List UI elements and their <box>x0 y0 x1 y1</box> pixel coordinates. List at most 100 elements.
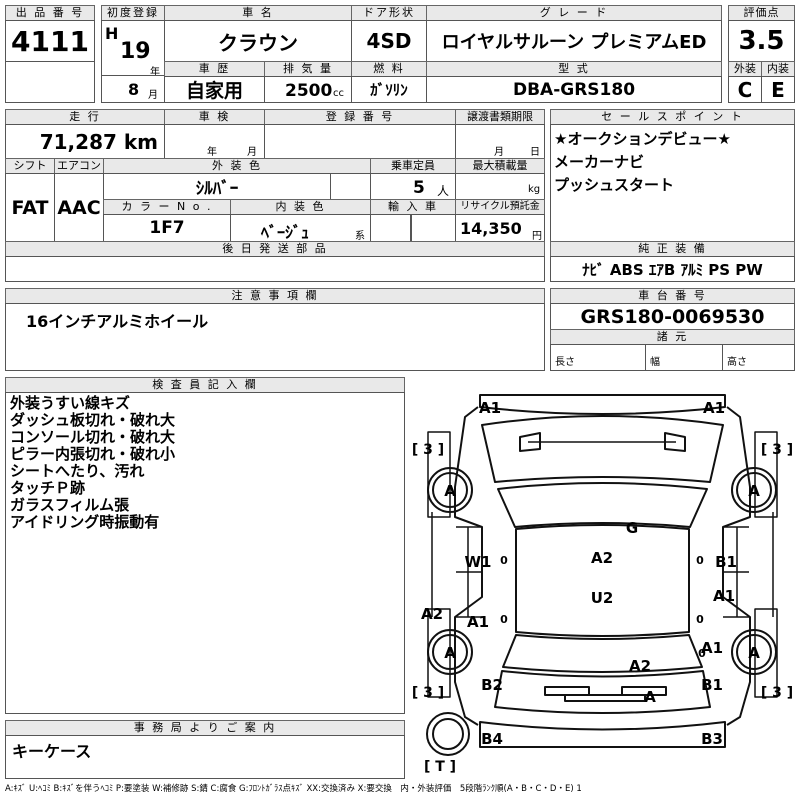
mark-a2-center: A2 <box>591 549 613 567</box>
mark-a1-front-left: A1 <box>479 399 501 417</box>
inspector-item: コンソール切れ・破れ大 <box>10 428 176 446</box>
int-grade-label: 内装 <box>761 61 795 77</box>
sales-label: セ ー ル ス ポ イ ン ト <box>550 109 795 125</box>
mark-zero: 0 <box>500 554 508 567</box>
capacity-label: 乗車定員 <box>370 158 456 174</box>
mark-b3: B3 <box>701 730 723 748</box>
mark-w1: W1 <box>465 553 492 571</box>
inspector-item: タッチＰ跡 <box>10 479 86 497</box>
mark-a1-front-right: A1 <box>703 399 725 417</box>
car-name: クラウン <box>164 20 352 62</box>
recycle-label: リサイクル預託金 <box>455 199 545 215</box>
recycle-cell: 14,350 円 <box>455 214 545 242</box>
ext-color: ｼﾙﾊﾞｰ <box>103 173 331 200</box>
mark-a1-left: A1 <box>467 613 489 631</box>
displacement-label: 排 気 量 <box>264 61 352 77</box>
sales-item: メーカーナビ <box>554 153 645 171</box>
mileage-label: 走 行 <box>5 109 165 125</box>
history: 自家用 <box>164 76 265 103</box>
reg-year: 19 <box>120 39 151 64</box>
int-color: ﾍﾞｰｼﾞｭ <box>261 223 310 242</box>
inspector-item: ピラー内張切れ・破れ小 <box>10 445 176 463</box>
grade-label: グ レ ー ド <box>426 5 722 21</box>
max-load-label: 最大積載量 <box>455 158 545 174</box>
mark-b4: B4 <box>481 730 503 748</box>
recycle-unit: 円 <box>532 231 542 242</box>
first-reg-cell: H 19 年 <box>101 20 165 76</box>
color-no: 1F7 <box>103 214 231 242</box>
ac-label: エアコン <box>54 158 104 174</box>
dims-label: 諸 元 <box>550 329 795 345</box>
displacement-cell: 2500 cc <box>264 76 352 103</box>
transfer-day-unit: 日 <box>530 147 540 158</box>
int-color-cell: ﾍﾞｰｼﾞｭ 系 <box>230 214 371 242</box>
legend: A:ｷｽﾞ U:ﾍｺﾐ B:ｷｽﾞを伴うﾍｺﾐ P:要塗装 W:補修跡 S:錆 … <box>5 784 582 794</box>
later-parts-label: 後 日 発 送 部 品 <box>5 241 545 257</box>
capacity-unit: 人 <box>437 184 450 198</box>
mark-a1-right-rear: A1 <box>701 639 723 657</box>
mark-zero: 0 <box>698 647 706 660</box>
inspector-item: ガラスフィルム張 <box>10 496 130 514</box>
sales-item: ★オークションデビュー★ <box>554 130 731 148</box>
ext-color-label: 外 装 色 <box>103 158 371 174</box>
genuine-label: 純 正 装 備 <box>550 241 795 257</box>
history-label: 車 歴 <box>164 61 265 77</box>
reg-no <box>264 124 456 159</box>
mark-a-rear: A <box>644 688 656 706</box>
dim-length: 長さ <box>550 344 646 371</box>
fuel: ｶﾞｿﾘﾝ <box>351 76 427 103</box>
damage-diagram: A1 A1 A A G W1 B1 A2 U2 A1 A2 A1 A A A1 … <box>410 377 795 779</box>
score: 3.5 <box>728 20 795 62</box>
model-label: 型 式 <box>426 61 722 77</box>
office-label: 事 務 局 よ り ご 案 内 <box>5 720 405 736</box>
car-name-label: 車 名 <box>164 5 352 21</box>
chassis-label: 車 台 番 号 <box>550 288 795 304</box>
recycle: 14,350 <box>460 219 522 238</box>
mark-g: G <box>626 519 638 537</box>
transfer-month-unit: 月 <box>494 147 504 158</box>
mileage: 71,287 km <box>5 124 165 159</box>
sales-points: ★オークションデビュー★ メーカーナビ プッシュスタート <box>550 124 795 242</box>
ext-grade: C <box>728 76 762 103</box>
tread-rr: [ 3 ] <box>761 685 793 701</box>
int-color-label: 内 装 色 <box>230 199 371 215</box>
inspector-label: 検 査 員 記 入 欄 <box>5 377 405 393</box>
mark-b1-rear: B1 <box>701 676 723 694</box>
tread-lr: [ 3 ] <box>412 685 444 701</box>
door-label: ドア形状 <box>351 5 427 21</box>
width-label: 幅 <box>650 357 660 368</box>
chassis-no: GRS180-0069530 <box>550 303 795 330</box>
lot-no-blank <box>5 61 95 103</box>
inspector-item: アイドリング時振動有 <box>10 513 160 531</box>
tread-rf: [ 3 ] <box>761 442 793 458</box>
displacement: 2500 <box>285 81 333 101</box>
score-label: 評価点 <box>728 5 795 21</box>
mark-tire-rr: A <box>748 644 760 662</box>
notes: 16インチアルミホイール <box>5 303 545 371</box>
import-divider <box>410 214 412 242</box>
mark-tire-lf: A <box>444 482 456 500</box>
mark-zero: 0 <box>500 613 508 626</box>
dim-width: 幅 <box>645 344 723 371</box>
capacity: 5 <box>413 178 425 198</box>
inspector-notes: 外装うすい線キズ ダッシュ板切れ・破れ大 コンソール切れ・破れ大 ピラー内張切れ… <box>5 392 405 714</box>
mark-a2-rear: A2 <box>629 657 651 675</box>
mark-zero: 0 <box>696 554 704 567</box>
first-reg-month-cell: 8 月 <box>101 75 165 103</box>
later-parts <box>5 256 545 282</box>
inspection-cell: 年 月 <box>164 124 265 159</box>
grade: ロイヤルサルーン プレミアムED <box>426 20 722 62</box>
length-label: 長さ <box>555 357 575 368</box>
sales-item: プッシュスタート <box>554 176 675 194</box>
inspector-item: ダッシュ板切れ・破れ大 <box>10 411 176 429</box>
fuel-label: 燃 料 <box>351 61 427 77</box>
capacity-cell: 5 人 <box>370 173 456 200</box>
mark-tire-lr: A <box>444 644 456 662</box>
cc-unit: cc <box>333 88 344 99</box>
month-unit: 月 <box>148 90 158 101</box>
inspection-label: 車 検 <box>164 109 265 125</box>
lot-no-label: 出 品 番 号 <box>5 5 95 21</box>
height-label: 高さ <box>727 357 747 368</box>
transfer-cell: 月 日 <box>455 124 545 159</box>
int-color-unit: 系 <box>355 231 365 242</box>
